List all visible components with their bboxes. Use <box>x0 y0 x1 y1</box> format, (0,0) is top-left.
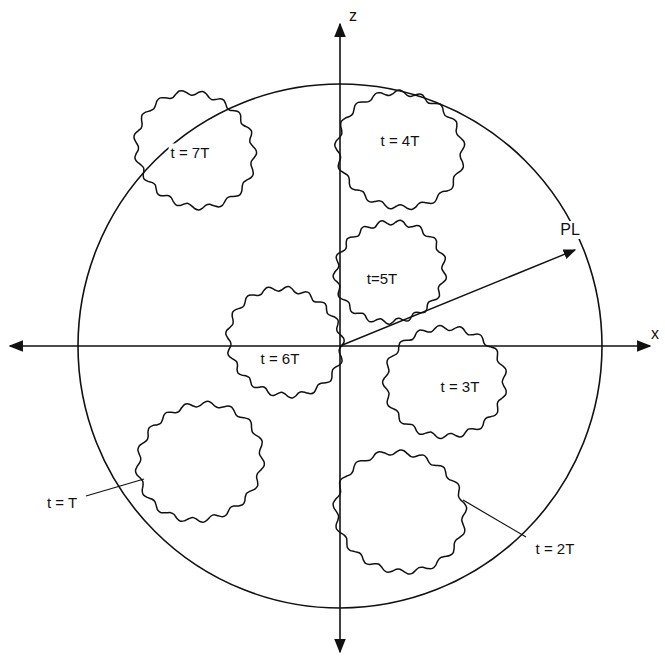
vertical-axis <box>339 24 341 652</box>
wavy-region: t = 7T <box>126 81 264 219</box>
wavy-outline <box>329 79 471 221</box>
axis-label: x <box>650 325 660 343</box>
wavy-outline-path <box>383 326 507 439</box>
wavy-outline <box>129 391 271 533</box>
wavy-region: t=5T <box>327 209 453 335</box>
wavy-region: t = 2T <box>327 439 473 585</box>
time-label: t = 3T <box>439 378 482 395</box>
wavy-outline-path <box>134 91 257 210</box>
wavy-outline-path <box>335 90 465 209</box>
time-label: t = 7T <box>169 144 212 161</box>
wavy-outline-path <box>333 450 467 574</box>
radius-arrow <box>340 250 575 346</box>
wavy-region: t = 6T <box>219 276 351 408</box>
wavy-region: t = 4T <box>329 79 471 221</box>
wavy-outline-path <box>136 401 265 522</box>
radius-label: PL <box>559 221 581 239</box>
wavy-outline-path <box>226 287 344 398</box>
wavy-region: t = 3T <box>377 314 513 450</box>
horizontal-axis <box>10 345 650 347</box>
wavy-region: t = T <box>129 391 271 533</box>
leader-line <box>463 500 526 537</box>
wavy-outline <box>219 276 351 408</box>
time-label: t=5T <box>365 270 399 287</box>
leader-line <box>86 479 144 496</box>
wavy-outline <box>327 439 473 585</box>
time-label: t = 2T <box>534 540 577 557</box>
time-label: t = 4T <box>379 132 422 149</box>
axis-label: z <box>348 7 358 25</box>
time-label: t = T <box>45 494 79 511</box>
wavy-outline-path <box>333 220 446 324</box>
time-label: t = 6T <box>259 350 302 367</box>
